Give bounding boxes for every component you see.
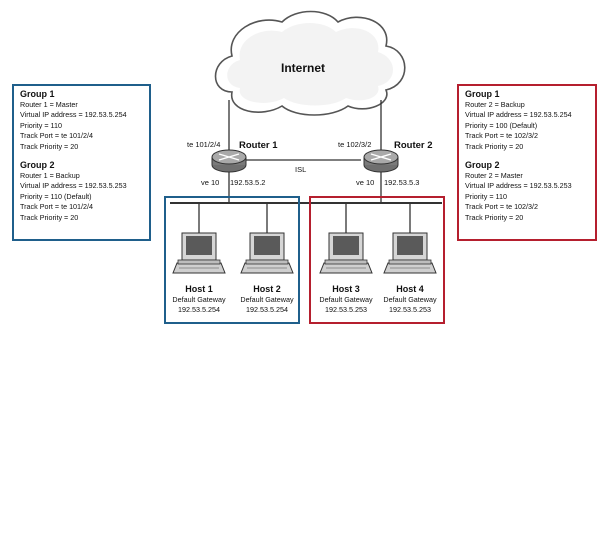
- host-name: Host 1: [185, 284, 213, 294]
- router2-ve: ve 10: [356, 178, 375, 187]
- host-1-computer-icon: [172, 232, 226, 274]
- config-line: Track Priority = 20: [20, 141, 79, 151]
- router2-config-box: Group 1 Router 2 = Backup Virtual IP add…: [457, 84, 597, 241]
- config-line: Track Port = te 101/2/4: [20, 202, 94, 212]
- internet-cloud: [214, 10, 406, 116]
- host4-label: Host 4 Default Gateway 192.53.5.253: [373, 284, 447, 315]
- config-line: Router 1 = Master: [20, 100, 78, 109]
- config-line: Track Port = te 102/3/2: [465, 131, 539, 141]
- host2-label: Host 2 Default Gateway 192.53.5.254: [230, 284, 304, 315]
- host-name: Host 2: [253, 284, 281, 294]
- router2-group1: Group 1 Router 2 = Backup Virtual IP add…: [465, 89, 589, 152]
- host-gateway-label: Default Gateway: [383, 295, 437, 304]
- config-line: Virtual IP address = 192.53.5.254: [465, 110, 572, 120]
- router2-ip: 192.53.5.3: [384, 178, 420, 187]
- config-line: Track Port = te 101/2/4: [20, 131, 94, 141]
- config-line: Router 2 = Master: [465, 171, 523, 181]
- router1-port: te 101/2/4: [187, 140, 221, 149]
- host-name: Host 4: [396, 284, 424, 294]
- router2-group2: Group 2 Router 2 = Master Virtual IP add…: [465, 160, 589, 223]
- config-line: Priority = 110: [465, 191, 508, 201]
- config-line: Track Priority = 20: [465, 141, 524, 151]
- config-line: Priority = 110 (Default): [20, 191, 92, 201]
- group-title: Group 1: [465, 89, 500, 99]
- router1-config-box: Group 1 Router 1 = Master Virtual IP add…: [12, 84, 151, 241]
- host-gateway-ip: 192.53.5.253: [325, 305, 367, 314]
- router1-group1: Group 1 Router 1 = Master Virtual IP add…: [20, 89, 143, 152]
- blue-host-group-box: [164, 196, 300, 324]
- config-line: Router 2 = Backup: [465, 100, 525, 109]
- group-title: Group 2: [465, 160, 500, 171]
- router1-ve: ve 10: [201, 178, 220, 187]
- host-gateway-label: Default Gateway: [319, 295, 373, 304]
- network-links: [170, 100, 442, 233]
- host3-label: Host 3 Default Gateway 192.53.5.253: [309, 284, 383, 315]
- config-line: Virtual IP address = 192.53.5.254: [20, 110, 127, 120]
- router2-port: te 102/3/2: [338, 140, 372, 149]
- host1-label: Host 1 Default Gateway 192.53.5.254: [162, 284, 236, 315]
- router1-group2: Group 2 Router 1 = Backup Virtual IP add…: [20, 160, 143, 223]
- host-gateway-label: Default Gateway: [240, 295, 294, 304]
- host-2-computer-icon: [240, 232, 294, 274]
- group-title: Group 2: [20, 160, 55, 171]
- internet-label: Internet: [281, 61, 326, 75]
- host-3-computer-icon: [319, 232, 373, 274]
- host-gateway-label: Default Gateway: [172, 295, 226, 304]
- config-line: Track Port = te 102/3/2: [465, 202, 539, 212]
- host-4-computer-icon: [383, 232, 437, 274]
- host-gateway-ip: 192.53.5.253: [389, 305, 431, 314]
- router-2-icon: [363, 149, 399, 173]
- config-line: Track Priority = 20: [465, 212, 524, 222]
- isl-label: ISL: [295, 165, 307, 174]
- host-gateway-ip: 192.53.5.254: [178, 305, 220, 314]
- config-line: Virtual IP address = 192.53.5.253: [465, 181, 572, 191]
- config-line: Priority = 100 (Default): [465, 120, 538, 130]
- config-line: Priority = 110: [20, 120, 63, 130]
- red-host-group-box: [309, 196, 445, 324]
- router-1-icon: [211, 149, 247, 173]
- config-line: Virtual IP address = 192.53.5.253: [20, 181, 127, 191]
- router1-name: Router 1: [239, 140, 278, 151]
- router1-ip: 192.53.5.2: [230, 178, 266, 187]
- config-line: Track Priority = 20: [20, 212, 79, 222]
- router2-name: Router 2: [394, 140, 433, 151]
- host-name: Host 3: [332, 284, 360, 294]
- config-line: Router 1 = Backup: [20, 171, 80, 181]
- group-title: Group 1: [20, 89, 55, 99]
- host-gateway-ip: 192.53.5.254: [246, 305, 288, 314]
